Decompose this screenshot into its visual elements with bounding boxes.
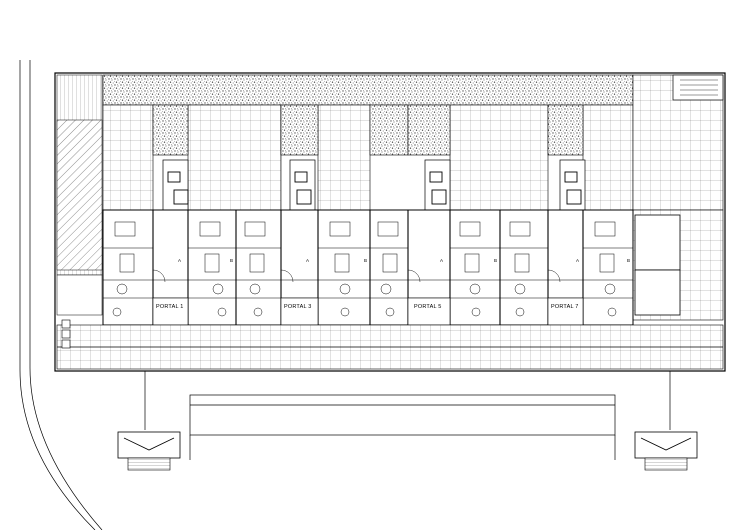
right-utility-room — [634, 214, 681, 271]
portal-label: PORTAL 1 — [156, 304, 183, 310]
rear-patios — [102, 104, 634, 211]
right-corner-stair — [672, 74, 724, 101]
entrance-left — [117, 431, 181, 471]
portal-labels: PORTAL 1 PORTAL 3 PORTAL 5 PORTAL 7 — [156, 304, 578, 310]
right-stair-treads — [680, 79, 718, 96]
unit-mark: B — [230, 258, 233, 263]
unit-mark: A — [178, 258, 181, 263]
portal-label: PORTAL 5 — [414, 304, 441, 310]
road-section — [144, 371, 671, 460]
unit-mark: B — [627, 258, 630, 263]
gravel-roof — [102, 74, 634, 106]
right-utility-room-2 — [634, 269, 681, 316]
unit-mark: B — [364, 258, 367, 263]
stair-cores — [162, 159, 586, 211]
left-small-court — [56, 274, 103, 316]
unit-mark: A — [440, 258, 443, 263]
units-band — [102, 209, 634, 326]
gravel-lightwells — [152, 104, 584, 156]
unit-mark: B — [494, 258, 497, 263]
unit-mark: A — [306, 258, 309, 263]
room-divisions — [103, 247, 633, 299]
furniture — [114, 221, 616, 273]
street-curb — [19, 60, 103, 530]
entrance-right — [634, 431, 698, 471]
meter-boxes — [61, 319, 71, 349]
left-hatched-ramp — [56, 119, 103, 271]
stair-core-boxes — [167, 171, 582, 205]
building-outline — [54, 72, 726, 372]
dining-tables — [112, 283, 617, 317]
unit-mark: A — [576, 258, 579, 263]
door-swings — [152, 269, 561, 283]
portal-label: PORTAL 7 — [551, 304, 578, 310]
unit-marks: A B A B A B A B — [178, 258, 630, 263]
portal-label: PORTAL 3 — [284, 304, 311, 310]
